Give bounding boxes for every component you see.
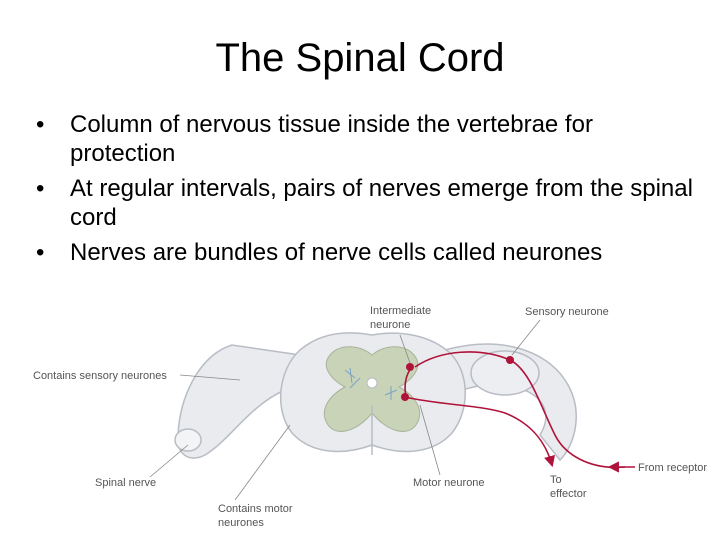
left-nerve bbox=[177, 344, 302, 459]
intermediate-neurone-body bbox=[406, 363, 414, 371]
leader-line bbox=[149, 444, 189, 478]
neurone-sketch bbox=[384, 386, 398, 400]
label-from-receptor: From receptor bbox=[638, 462, 707, 474]
sensory-neurone-body bbox=[506, 356, 514, 364]
spinal-cord-diagram: Intermediate neurone Sensory neurone Con… bbox=[33, 305, 707, 529]
leader-line bbox=[419, 404, 441, 476]
bullet-icon: • bbox=[36, 111, 45, 138]
bullet-list: • Column of nervous tissue inside the ve… bbox=[36, 110, 696, 273]
leader-line bbox=[179, 374, 241, 381]
label-intermediate: Intermediate bbox=[370, 305, 431, 317]
bullet-text: At regular intervals, pairs of nerves em… bbox=[70, 175, 693, 231]
bullet-icon: • bbox=[36, 239, 45, 266]
leader-line bbox=[234, 424, 291, 501]
bullet-text: Column of nervous tissue inside the vert… bbox=[70, 111, 593, 167]
neurone-sketch bbox=[344, 367, 361, 389]
motor-neurone-body bbox=[401, 393, 409, 401]
label-contains-motor: Contains motor bbox=[218, 503, 293, 515]
label-intermediate-2: neurone bbox=[370, 319, 410, 331]
motor-pathway bbox=[404, 396, 555, 468]
bullet-item: • Nerves are bundles of nerve cells call… bbox=[36, 238, 696, 267]
bullet-item: • At regular intervals, pairs of nerves … bbox=[36, 174, 696, 232]
label-contains-motor-2: neurones bbox=[218, 517, 264, 529]
bullet-item: • Column of nervous tissue inside the ve… bbox=[36, 110, 696, 168]
bullet-icon: • bbox=[36, 175, 45, 202]
leader-line bbox=[511, 319, 541, 356]
leader-line bbox=[399, 334, 411, 364]
slide-title: The Spinal Cord bbox=[215, 36, 505, 80]
label-motor-neurone: Motor neurone bbox=[413, 477, 485, 489]
label-contains-sensory: Contains sensory neurones bbox=[33, 370, 167, 382]
bullet-text: Nerves are bundles of nerve cells called… bbox=[70, 239, 603, 266]
label-to: To bbox=[550, 474, 562, 486]
label-sensory-neurone: Sensory neurone bbox=[525, 306, 609, 318]
spinal-nerve-end bbox=[174, 428, 202, 452]
ganglion bbox=[470, 350, 540, 396]
sensory-pathway bbox=[414, 351, 626, 469]
label-effector: effector bbox=[550, 488, 587, 500]
central-canal bbox=[366, 377, 378, 389]
label-spinal-nerve: Spinal nerve bbox=[95, 477, 156, 489]
